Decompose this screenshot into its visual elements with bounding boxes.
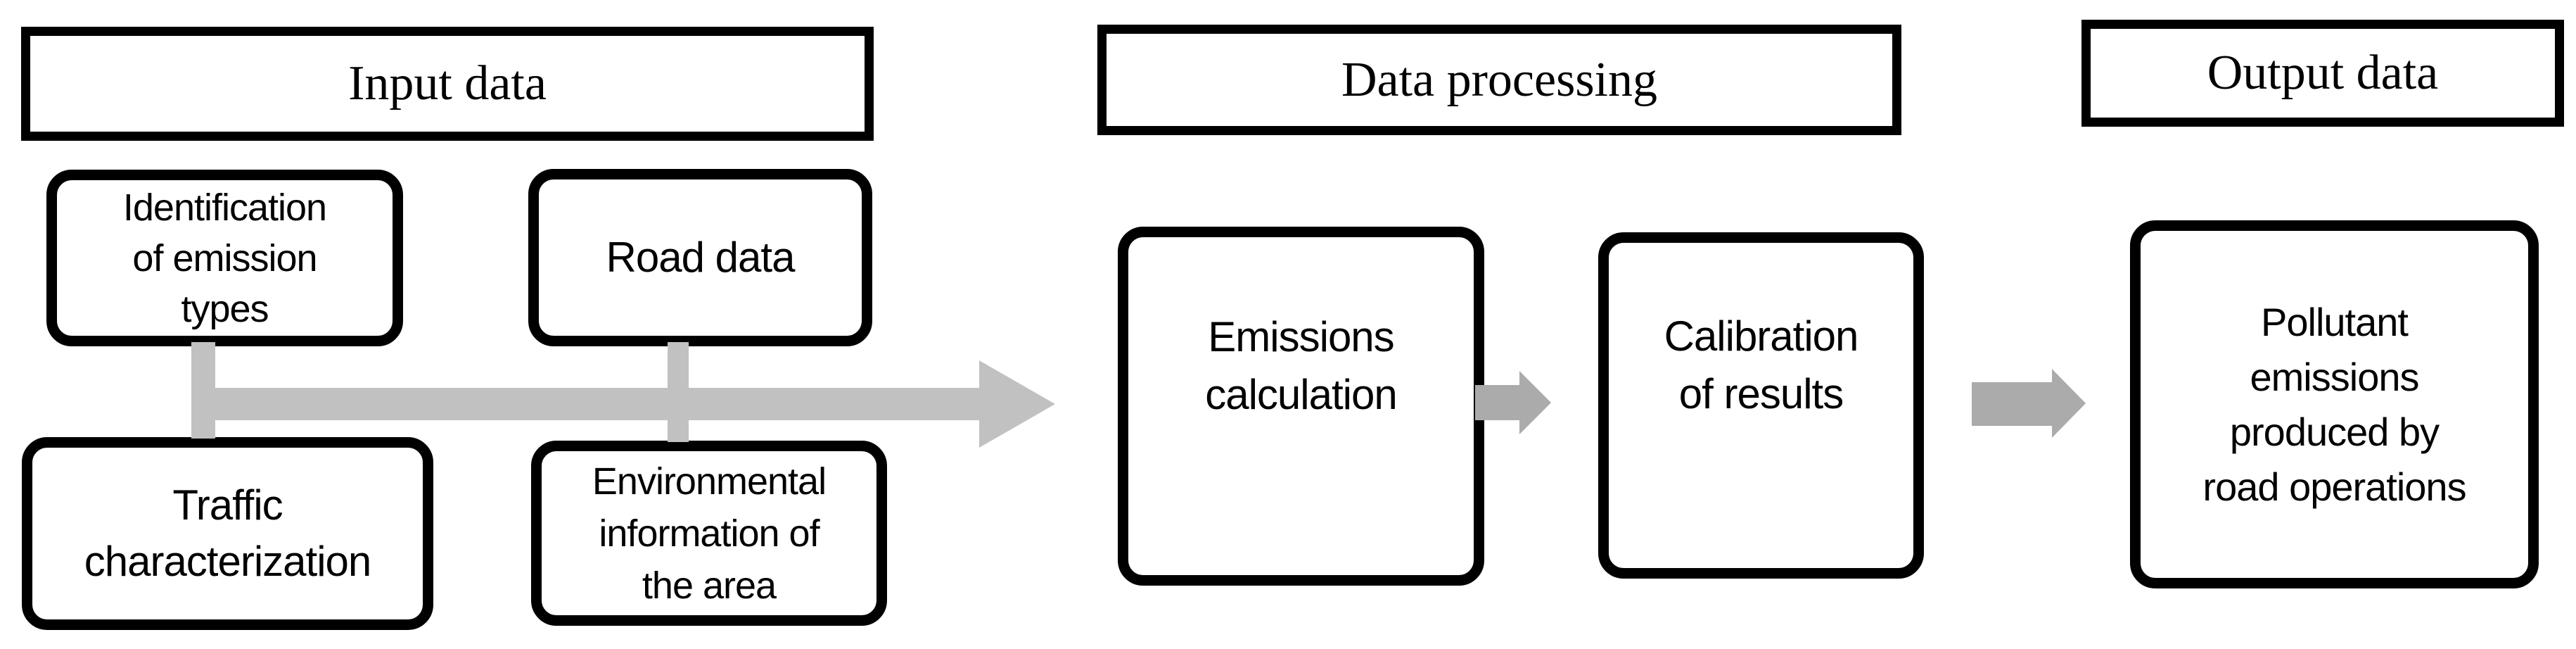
traffic-characterization-box: Traffic characterization (22, 437, 433, 630)
step-arrow-1-right-arrow-icon (1519, 371, 1551, 434)
input-data-header: Input data (21, 27, 874, 141)
road-data-box: Road data (528, 169, 872, 346)
emissions-calculation-box: Emissions calculation (1118, 227, 1484, 586)
identification-of-emission-types-box: Identification of emission types (46, 170, 403, 346)
main-flow-right-arrow-icon (979, 360, 1055, 448)
pollutant-emissions-box: Pollutant emissions produced by road ope… (2130, 220, 2539, 588)
data-processing-header: Data processing (1097, 25, 1901, 135)
environmental-information-box: Environmental information of the area (531, 441, 887, 626)
calibration-of-results-box: Calibration of results (1598, 232, 1924, 579)
output-data-header: Output data (2081, 20, 2564, 127)
step-arrow-1-shaft (1475, 385, 1519, 420)
step-arrow-2-shaft (1972, 382, 2052, 426)
main-flow-arrow-shaft (191, 388, 979, 420)
step-arrow-2-right-arrow-icon (2052, 369, 2086, 438)
